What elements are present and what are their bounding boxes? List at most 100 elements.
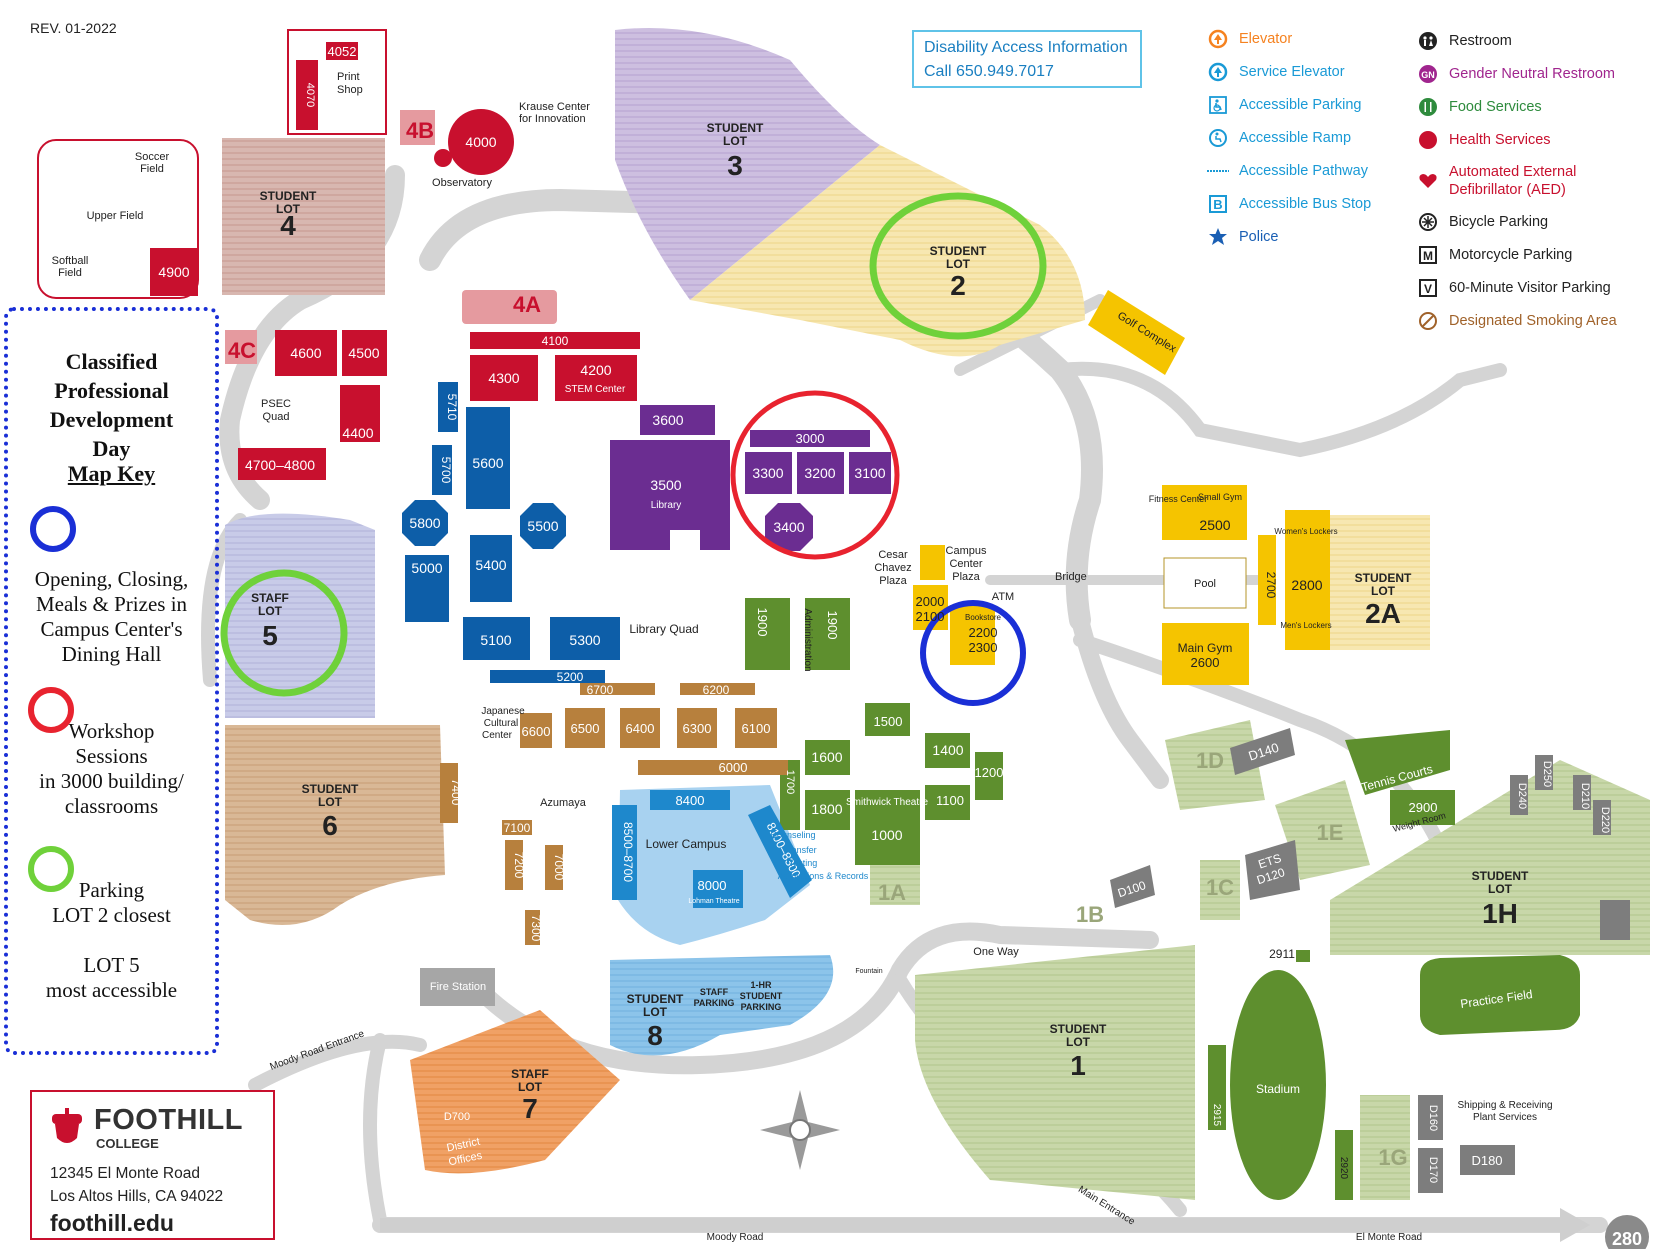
building-5100 xyxy=(463,617,530,660)
lot-8-number: 8 xyxy=(647,1020,663,1051)
building-7100 xyxy=(502,820,532,835)
building-1100 xyxy=(925,785,970,820)
lot-2a-number: 2A xyxy=(1365,598,1401,629)
building-D700-label: D700 xyxy=(444,1111,470,1123)
building-2915 xyxy=(1208,1045,1226,1130)
smoking-area-icon xyxy=(1417,310,1439,332)
psec-label-2: Quad xyxy=(263,411,290,423)
building-1400-label: 1400 xyxy=(932,742,963,758)
accessible-pathway-icon xyxy=(1207,160,1229,182)
building-D210 xyxy=(1573,775,1591,810)
lot-1-area xyxy=(915,945,1195,1200)
stadium xyxy=(1230,970,1326,1200)
key-line: Sessions xyxy=(75,744,148,768)
building-3600-label: 3600 xyxy=(652,412,683,428)
lot-1h-type: STUDENT xyxy=(1472,869,1529,883)
workshop-red-circle xyxy=(730,390,900,560)
gray-buildings xyxy=(420,728,1630,1193)
legend-item: Accessible Ramp xyxy=(1207,126,1371,150)
building-7400 xyxy=(440,763,458,823)
building-6100-label: 6100 xyxy=(742,721,771,736)
tan-buildings xyxy=(440,683,788,945)
legend-label: 60-Minute Visitor Parking xyxy=(1449,280,1611,296)
campus-center-blue-circle xyxy=(920,600,1026,706)
softball-label-2: Field xyxy=(58,267,82,279)
building-5700 xyxy=(432,445,452,495)
key-blue-text: Opening, Closing, Meals & Prizes in Camp… xyxy=(12,567,211,667)
building-2900-label: 2900 xyxy=(1409,800,1438,815)
key-red-circle-icon xyxy=(28,687,74,733)
building-1100-label: 1100 xyxy=(936,793,964,808)
staff-parking-label-2: PARKING xyxy=(694,998,735,1008)
building-7000-label: 7000 xyxy=(552,854,566,881)
address-line2: Los Altos Hills, CA 94022 xyxy=(50,1188,224,1205)
lot-4c-area xyxy=(225,330,257,364)
building-D100 xyxy=(1110,865,1155,908)
building-3400-label: 3400 xyxy=(773,519,804,535)
japanese-label-2: Cultural xyxy=(484,718,518,729)
building-3000 xyxy=(750,430,870,447)
lot-1a-area xyxy=(870,865,920,905)
tennis-courts xyxy=(1345,730,1450,795)
building-7100-label: 7100 xyxy=(504,821,531,835)
building-8500-8700 xyxy=(612,805,637,900)
lot-4b-label: 4B xyxy=(406,118,434,143)
svg-text:GN: GN xyxy=(1421,70,1435,80)
building-1200-label: 1200 xyxy=(975,765,1004,780)
building-2200-2300 xyxy=(950,605,995,665)
lot-4c-label: 4C xyxy=(228,338,256,363)
key-line: in 3000 building/ xyxy=(39,769,184,793)
lot-1c-area xyxy=(1200,860,1240,920)
building-8400 xyxy=(650,790,730,810)
building-6000 xyxy=(638,760,788,775)
building-D180-label: D180 xyxy=(1471,1153,1502,1168)
purple-buildings xyxy=(610,405,891,551)
softball-label: Softball xyxy=(52,255,89,267)
key-line: Meals & Prizes in xyxy=(35,592,188,616)
lot-1h-area xyxy=(1330,760,1650,955)
building-5000-label: 5000 xyxy=(411,560,442,576)
lightblue-buildings xyxy=(612,790,812,908)
lot-5-number: 5 xyxy=(262,620,278,651)
building-5700-label: 5700 xyxy=(439,457,453,484)
building-1200 xyxy=(975,752,1003,800)
counseling-label: Counseling xyxy=(770,830,815,840)
fire-station xyxy=(420,968,495,1006)
restroom-icon xyxy=(1417,30,1439,52)
address-line1: 12345 El Monte Road xyxy=(50,1165,200,1182)
key-line: Opening, Closing, xyxy=(34,567,189,591)
building-1900-east xyxy=(805,598,850,670)
building-6700-label: 6700 xyxy=(587,683,614,697)
lot-8-type: STUDENT xyxy=(627,992,684,1006)
building-D220-label: D220 xyxy=(1599,807,1611,833)
lot-1e-area xyxy=(1275,780,1370,880)
aed-icon xyxy=(1417,170,1439,192)
accessible-parking-icon xyxy=(1207,94,1229,116)
key-title-line: Day xyxy=(92,436,131,461)
shipping-label: Shipping & Receiving xyxy=(1457,1100,1552,1111)
soccer-label: Soccer xyxy=(135,151,170,163)
disability-access-info[interactable]: Disability Access Information Call 650.9… xyxy=(912,30,1142,88)
building-D210-label: D210 xyxy=(1579,783,1591,809)
lot-1d-area xyxy=(1165,720,1265,810)
womens-lockers-label: Women's Lockers xyxy=(1274,527,1337,536)
legend-label: Food Services xyxy=(1449,99,1542,115)
building-2800-label: 2800 xyxy=(1291,577,1322,593)
print-shop-label-2: Shop xyxy=(337,84,363,96)
building-6300-label: 6300 xyxy=(683,721,712,736)
lohman-label: Lohman Theatre xyxy=(688,898,739,905)
building-6600-label: 6600 xyxy=(522,724,551,739)
building-D240-label: D240 xyxy=(1516,783,1528,809)
legend-label: Accessible Bus Stop xyxy=(1239,196,1372,212)
building-1800 xyxy=(805,790,850,830)
building-3600 xyxy=(640,405,715,435)
website-link[interactable]: foothill.edu xyxy=(50,1210,174,1236)
lot-5-word: LOT xyxy=(258,604,283,618)
smithwick-label: Smithwick Theatre xyxy=(846,797,929,808)
lot-1d-label: 1D xyxy=(1196,748,1224,773)
building-4100-label: 4100 xyxy=(542,334,569,348)
legend-label: Bicycle Parking xyxy=(1449,214,1549,230)
